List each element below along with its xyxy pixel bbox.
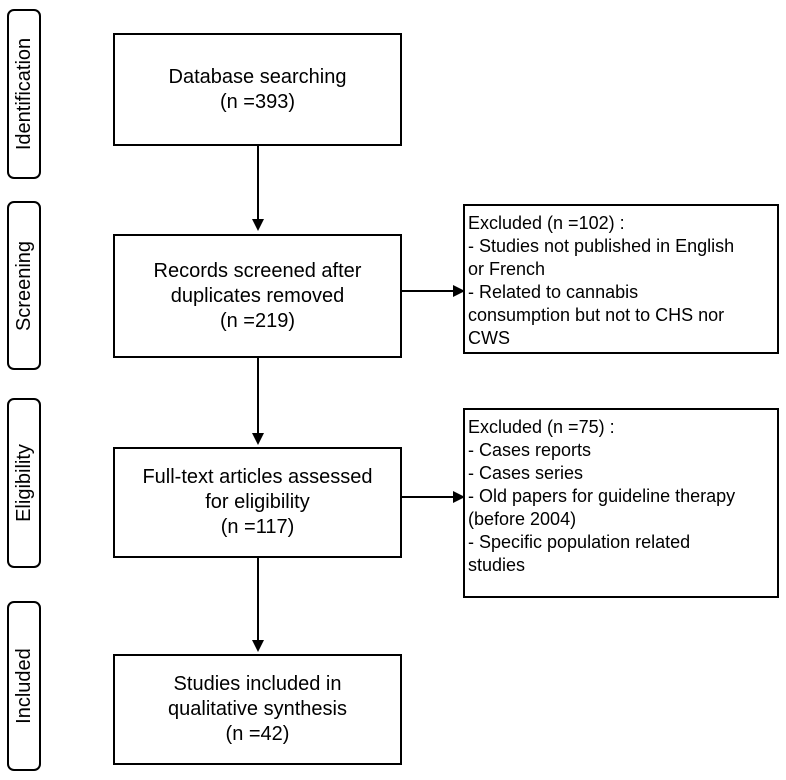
excluded-item: studies <box>468 555 526 575</box>
database-searching-box: Database searching (n =393) <box>113 33 402 146</box>
records-screened-box: Records screened after duplicates remove… <box>113 234 402 358</box>
stage-tab-screening: Screening <box>7 201 41 370</box>
box-text-line: for eligibility <box>205 491 310 513</box>
box-text-line: duplicates removed <box>170 284 345 307</box>
eligibility-excluded-box: Excluded (n =75) : - Cases reports - Cas… <box>463 408 779 598</box>
excluded-item: - Cases reports <box>468 440 592 460</box>
excluded-item: - Old papers for guideline therapy <box>468 486 736 506</box>
studies-included-box: Studies included in qualitative synthesi… <box>113 654 402 765</box>
excluded-item: - Studies not published in English <box>468 236 735 256</box>
excluded-item: consumption but not to CHS nor <box>468 305 725 325</box>
box-count: (n =219) <box>219 309 296 332</box>
excluded-item: - Cases series <box>468 463 584 483</box>
box-count: (n =117) <box>220 516 295 538</box>
box-text-line: Full-text articles assessed <box>142 466 373 488</box>
excluded-heading: Excluded (n =102) : <box>468 213 625 233</box>
excluded-heading: Excluded (n =75) : <box>468 417 615 437</box>
stage-tab-included: Included <box>7 601 41 771</box>
stage-tab-eligibility: Eligibility <box>7 398 41 568</box>
box-count: (n =42) <box>225 723 290 745</box>
stage-tab-identification: Identification <box>7 9 41 179</box>
box-text-line: Studies included in <box>173 673 342 695</box>
box-count: (n =393) <box>219 90 296 113</box>
screening-excluded-box: Excluded (n =102) : - Studies not publis… <box>463 204 779 354</box>
box-text-line: Records screened after <box>153 259 362 282</box>
excluded-item: - Specific population related <box>468 532 691 552</box>
excluded-item: or French <box>468 259 546 279</box>
excluded-item: - Related to cannabis <box>468 282 639 302</box>
box-text-line: Database searching <box>168 65 347 88</box>
excluded-item: (before 2004) <box>468 509 577 529</box>
full-text-assessed-box: Full-text articles assessed for eligibil… <box>113 447 402 558</box>
box-text-line: qualitative synthesis <box>168 698 347 720</box>
excluded-item: CWS <box>468 328 510 348</box>
